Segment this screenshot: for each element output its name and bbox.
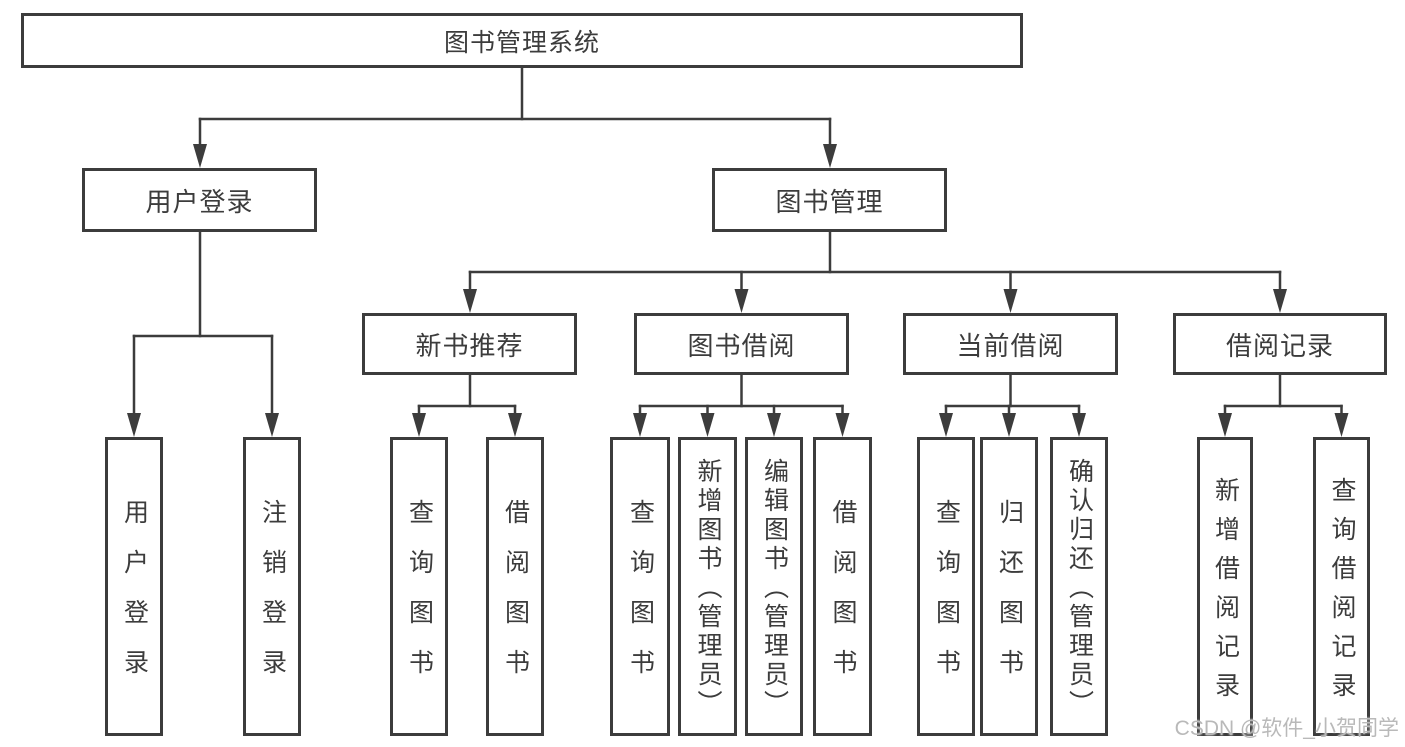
- node-label: 借阅记录: [1225, 330, 1334, 361]
- leaf-recommend-borrow-books: 借阅图书: [486, 437, 544, 736]
- leaf-borrowing-borrow-books: 借阅图书: [813, 437, 872, 736]
- node-label: 查询图书: [626, 499, 655, 699]
- node-label: 用户登录: [145, 186, 254, 217]
- leaf-current-query-books: 查询图书: [917, 437, 975, 736]
- node-label: 查询借阅记录: [1328, 476, 1356, 711]
- node-borrowing-records: 借阅记录: [1173, 313, 1387, 375]
- leaf-recommend-query-books: 查询图书: [390, 437, 448, 736]
- watermark: CSDN @软件_小贺同学: [1174, 717, 1399, 740]
- node-label: 新书推荐: [415, 330, 524, 361]
- node-label: 当前借阅: [956, 330, 1065, 361]
- leaf-borrowing-edit-books-admin: 编辑图书（管理员）: [745, 437, 803, 736]
- node-label: 注销登录: [258, 499, 287, 699]
- node-label: 新增图书（管理员）: [694, 458, 722, 719]
- node-label: 图书借阅: [687, 330, 796, 361]
- leaf-user-login: 用户登录: [105, 437, 163, 736]
- node-user-login: 用户登录: [82, 168, 317, 232]
- node-book-management: 图书管理: [712, 168, 947, 232]
- node-label: 查询图书: [932, 499, 961, 699]
- node-label: 编辑图书（管理员）: [760, 458, 789, 719]
- node-label: 归还图书: [995, 499, 1024, 699]
- node-label: 图书管理: [775, 186, 884, 217]
- node-label: 借阅图书: [829, 499, 857, 699]
- node-label: 图书管理系统: [443, 28, 600, 57]
- node-label: 确认归还（管理员）: [1065, 458, 1094, 719]
- leaf-logout: 注销登录: [243, 437, 301, 736]
- node-label: 新增借阅记录: [1211, 476, 1240, 711]
- leaf-records-query-record: 查询借阅记录: [1313, 437, 1370, 736]
- leaf-current-return-books: 归还图书: [980, 437, 1038, 736]
- node-label: 查询图书: [405, 499, 434, 699]
- leaf-borrowing-query-books: 查询图书: [610, 437, 670, 736]
- node-new-book-recommendation: 新书推荐: [362, 313, 577, 375]
- node-library-management-system: 图书管理系统: [21, 13, 1023, 68]
- leaf-current-confirm-return-admin: 确认归还（管理员）: [1050, 437, 1108, 736]
- node-book-borrowing: 图书借阅: [634, 313, 849, 375]
- leaf-records-add-record: 新增借阅记录: [1197, 437, 1253, 736]
- node-label: 借阅图书: [501, 499, 530, 699]
- node-label: 用户登录: [120, 499, 149, 699]
- node-current-borrowing: 当前借阅: [903, 313, 1118, 375]
- leaf-borrowing-add-books-admin: 新增图书（管理员）: [678, 437, 737, 736]
